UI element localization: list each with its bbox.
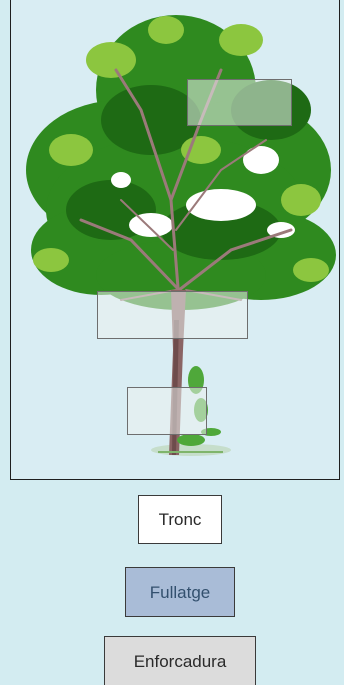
drop-zone-top[interactable]	[187, 79, 292, 126]
drop-zone-middle[interactable]	[97, 291, 248, 339]
tree-picture	[10, 0, 340, 480]
label-fullatge[interactable]: Fullatge	[125, 567, 235, 617]
drop-zone-bottom[interactable]	[127, 387, 207, 435]
label-tronc[interactable]: Tronc	[138, 495, 222, 544]
label-enforcadura[interactable]: Enforcadura	[104, 636, 256, 685]
